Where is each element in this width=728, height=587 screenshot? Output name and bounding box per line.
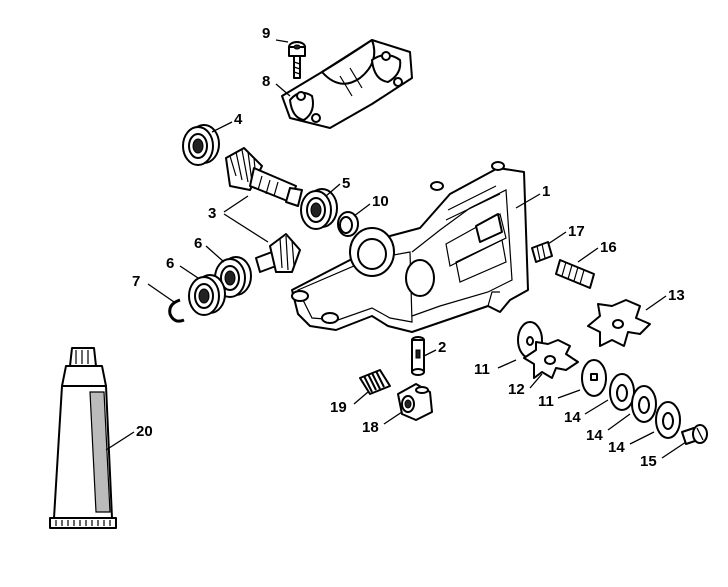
part-11-washer-lower[interactable]: [581, 359, 607, 397]
part-18-chain-adjuster[interactable]: [397, 383, 433, 421]
callout-1: 1: [542, 183, 550, 200]
callout-3: 3: [208, 205, 216, 222]
callout-19: 19: [330, 399, 347, 416]
callout-6-left: 6: [166, 255, 174, 272]
part-13-sprocket[interactable]: [587, 299, 651, 347]
part-15-screw[interactable]: [681, 424, 708, 445]
part-10-seal-ring[interactable]: [337, 211, 359, 237]
part-8-bearing-cap[interactable]: [281, 39, 413, 129]
callout-14-2: 14: [586, 427, 603, 444]
part-14-washer-1[interactable]: [609, 373, 635, 411]
callout-10: 10: [372, 193, 389, 210]
callout-18: 18: [362, 419, 379, 436]
callout-11-lower: 11: [538, 393, 554, 410]
callout-6-right: 6: [194, 235, 202, 252]
part-12-spur-gear[interactable]: [523, 339, 579, 379]
callout-13: 13: [668, 287, 685, 304]
callout-2: 2: [438, 339, 446, 356]
callout-5: 5: [342, 175, 350, 192]
part-20-grease-tube[interactable]: [49, 347, 117, 529]
callout-9: 9: [262, 25, 270, 42]
callout-4: 4: [234, 111, 243, 128]
callout-7: 7: [132, 273, 140, 290]
part-3-lower-bevel-gear-shaft[interactable]: [255, 233, 301, 273]
leader-lines: [105, 39, 687, 459]
callout-14-1: 14: [564, 409, 581, 426]
callout-labels: 9 8 4 5 10 3 6 6 7 1 17 16 13 2 11 12 11…: [132, 25, 685, 470]
part-9-screw[interactable]: [288, 41, 306, 79]
callout-20: 20: [136, 423, 153, 440]
part-16-stud[interactable]: [555, 259, 595, 289]
callout-17: 17: [568, 223, 585, 240]
part-14-washer-3[interactable]: [655, 401, 681, 439]
callout-14-3: 14: [608, 439, 625, 456]
part-7-circlip[interactable]: [168, 298, 185, 323]
part-5-ball-bearing[interactable]: [300, 188, 338, 230]
callout-12: 12: [508, 381, 525, 398]
part-4-ball-bearing[interactable]: [182, 124, 220, 166]
callout-11-upper: 11: [474, 361, 490, 378]
callout-15: 15: [640, 453, 657, 470]
part-17-sleeve[interactable]: [531, 241, 553, 263]
callout-16: 16: [600, 239, 617, 256]
part-2-pin[interactable]: [411, 336, 425, 376]
part-14-washer-2[interactable]: [631, 385, 657, 423]
callout-8: 8: [262, 73, 270, 90]
part-19-compression-spring[interactable]: [359, 369, 391, 395]
part-6-ball-bearing-left[interactable]: [188, 274, 226, 316]
part-3-upper-bevel-gear-shaft[interactable]: [225, 147, 303, 207]
part-1-gear-housing[interactable]: [291, 161, 529, 333]
